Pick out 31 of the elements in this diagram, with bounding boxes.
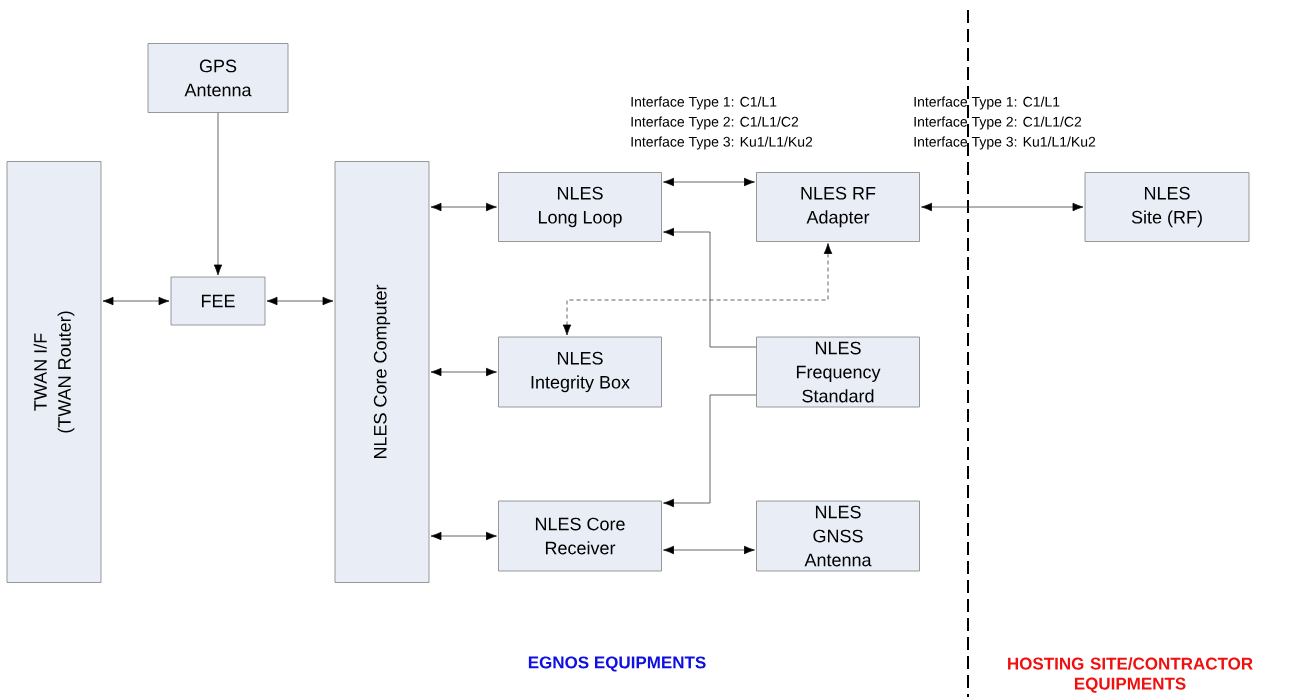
- process-box: NLES Frequency Standard: [756, 336, 920, 408]
- arrow: [562, 243, 833, 336]
- interface-note: Interface Type 1: C1/L1: [631, 96, 777, 110]
- rotated-box: NLES Core Computer: [334, 161, 430, 583]
- interface-note: Interface Type 2: C1/L1/C2: [631, 116, 799, 130]
- arrow: [430, 367, 497, 377]
- interface-note: Interface Type 2: C1/L1/C2: [914, 116, 1082, 130]
- process-box: GPS Antenna: [147, 43, 289, 113]
- arrow: [430, 531, 497, 541]
- arrow: [663, 394, 757, 508]
- arrow: [663, 177, 755, 187]
- process-box: NLES RF Adapter: [756, 172, 920, 242]
- process-box: NLES Integrity Box: [498, 336, 662, 408]
- interface-note: Interface Type 3: Ku1/L1/Ku2: [914, 136, 1096, 150]
- arrow: [430, 202, 497, 212]
- arrow: [663, 227, 757, 348]
- process-box: NLES Long Loop: [498, 172, 662, 242]
- process-box: NLES GNSS Antenna: [756, 500, 920, 572]
- region-label: EGNOS EQUIPMENTS: [528, 656, 706, 672]
- arrow: [266, 296, 334, 306]
- region-label: HOSTING SITE/CONTRACTOR EQUIPMENTS: [1008, 657, 1253, 693]
- interface-note: Interface Type 3: Ku1/L1/Ku2: [631, 136, 813, 150]
- process-box: FEE: [170, 276, 266, 326]
- process-box: NLES Site (RF): [1084, 172, 1250, 242]
- arrow: [663, 545, 755, 555]
- arrow: [921, 202, 1084, 212]
- rotated-box: TWAN I/F (TWAN Router): [6, 161, 102, 583]
- arrow: [102, 296, 170, 306]
- process-box: NLES Core Receiver: [498, 500, 662, 572]
- arrow: [213, 112, 223, 276]
- interface-note: Interface Type 1: C1/L1: [914, 96, 1060, 110]
